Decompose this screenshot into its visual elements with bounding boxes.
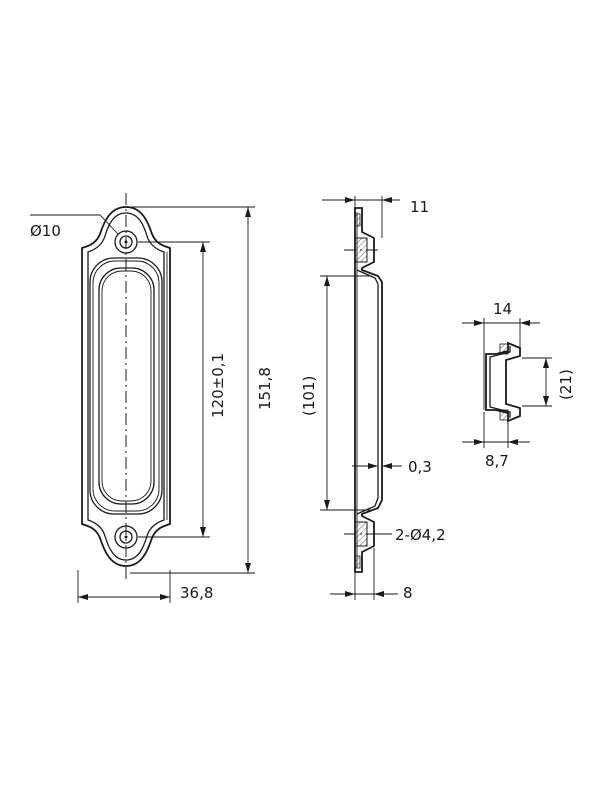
section-height-label: (21)	[557, 369, 575, 400]
section-profile	[485, 341, 521, 423]
flange-depth-dimension	[322, 196, 400, 238]
section-depth-label: 8,7	[485, 452, 509, 470]
sheet-thickness-leader	[352, 463, 402, 469]
hole-leader	[30, 214, 119, 235]
section-width-label: 14	[493, 300, 512, 318]
side-view: 11 (101) 0,3 2-Ø4,2 8	[300, 196, 446, 602]
front-view: Ø10 120±0,1 151,8 36,8	[30, 193, 274, 603]
hole-spacing-label: 120±0,1	[209, 353, 227, 418]
section-height-dimension	[522, 357, 552, 407]
side-body-outline	[354, 207, 383, 573]
overall-length-label: 151,8	[256, 367, 274, 410]
overall-length-dimension	[130, 206, 255, 574]
overall-width-label: 36,8	[180, 584, 213, 602]
cross-section-view: 14 (21) 8,7	[462, 300, 575, 470]
flange-depth-label: 11	[410, 198, 429, 216]
hole-diameter-label: Ø10	[30, 222, 61, 240]
mounting-holes-label: 2-Ø4,2	[395, 526, 446, 544]
section-depth-dimension	[462, 412, 530, 448]
overall-width-dimension	[77, 570, 171, 603]
body-depth-dimension	[330, 548, 398, 600]
section-width-dimension	[462, 318, 540, 354]
recess-length-label: (101)	[300, 376, 318, 416]
body-depth-label: 8	[403, 584, 413, 602]
hole-spacing-dimension	[138, 241, 210, 538]
plate-inner-edge	[87, 212, 165, 561]
recess-length-dimension	[320, 275, 372, 511]
sheet-thickness-label: 0,3	[408, 458, 432, 476]
recess-frame	[89, 257, 163, 515]
